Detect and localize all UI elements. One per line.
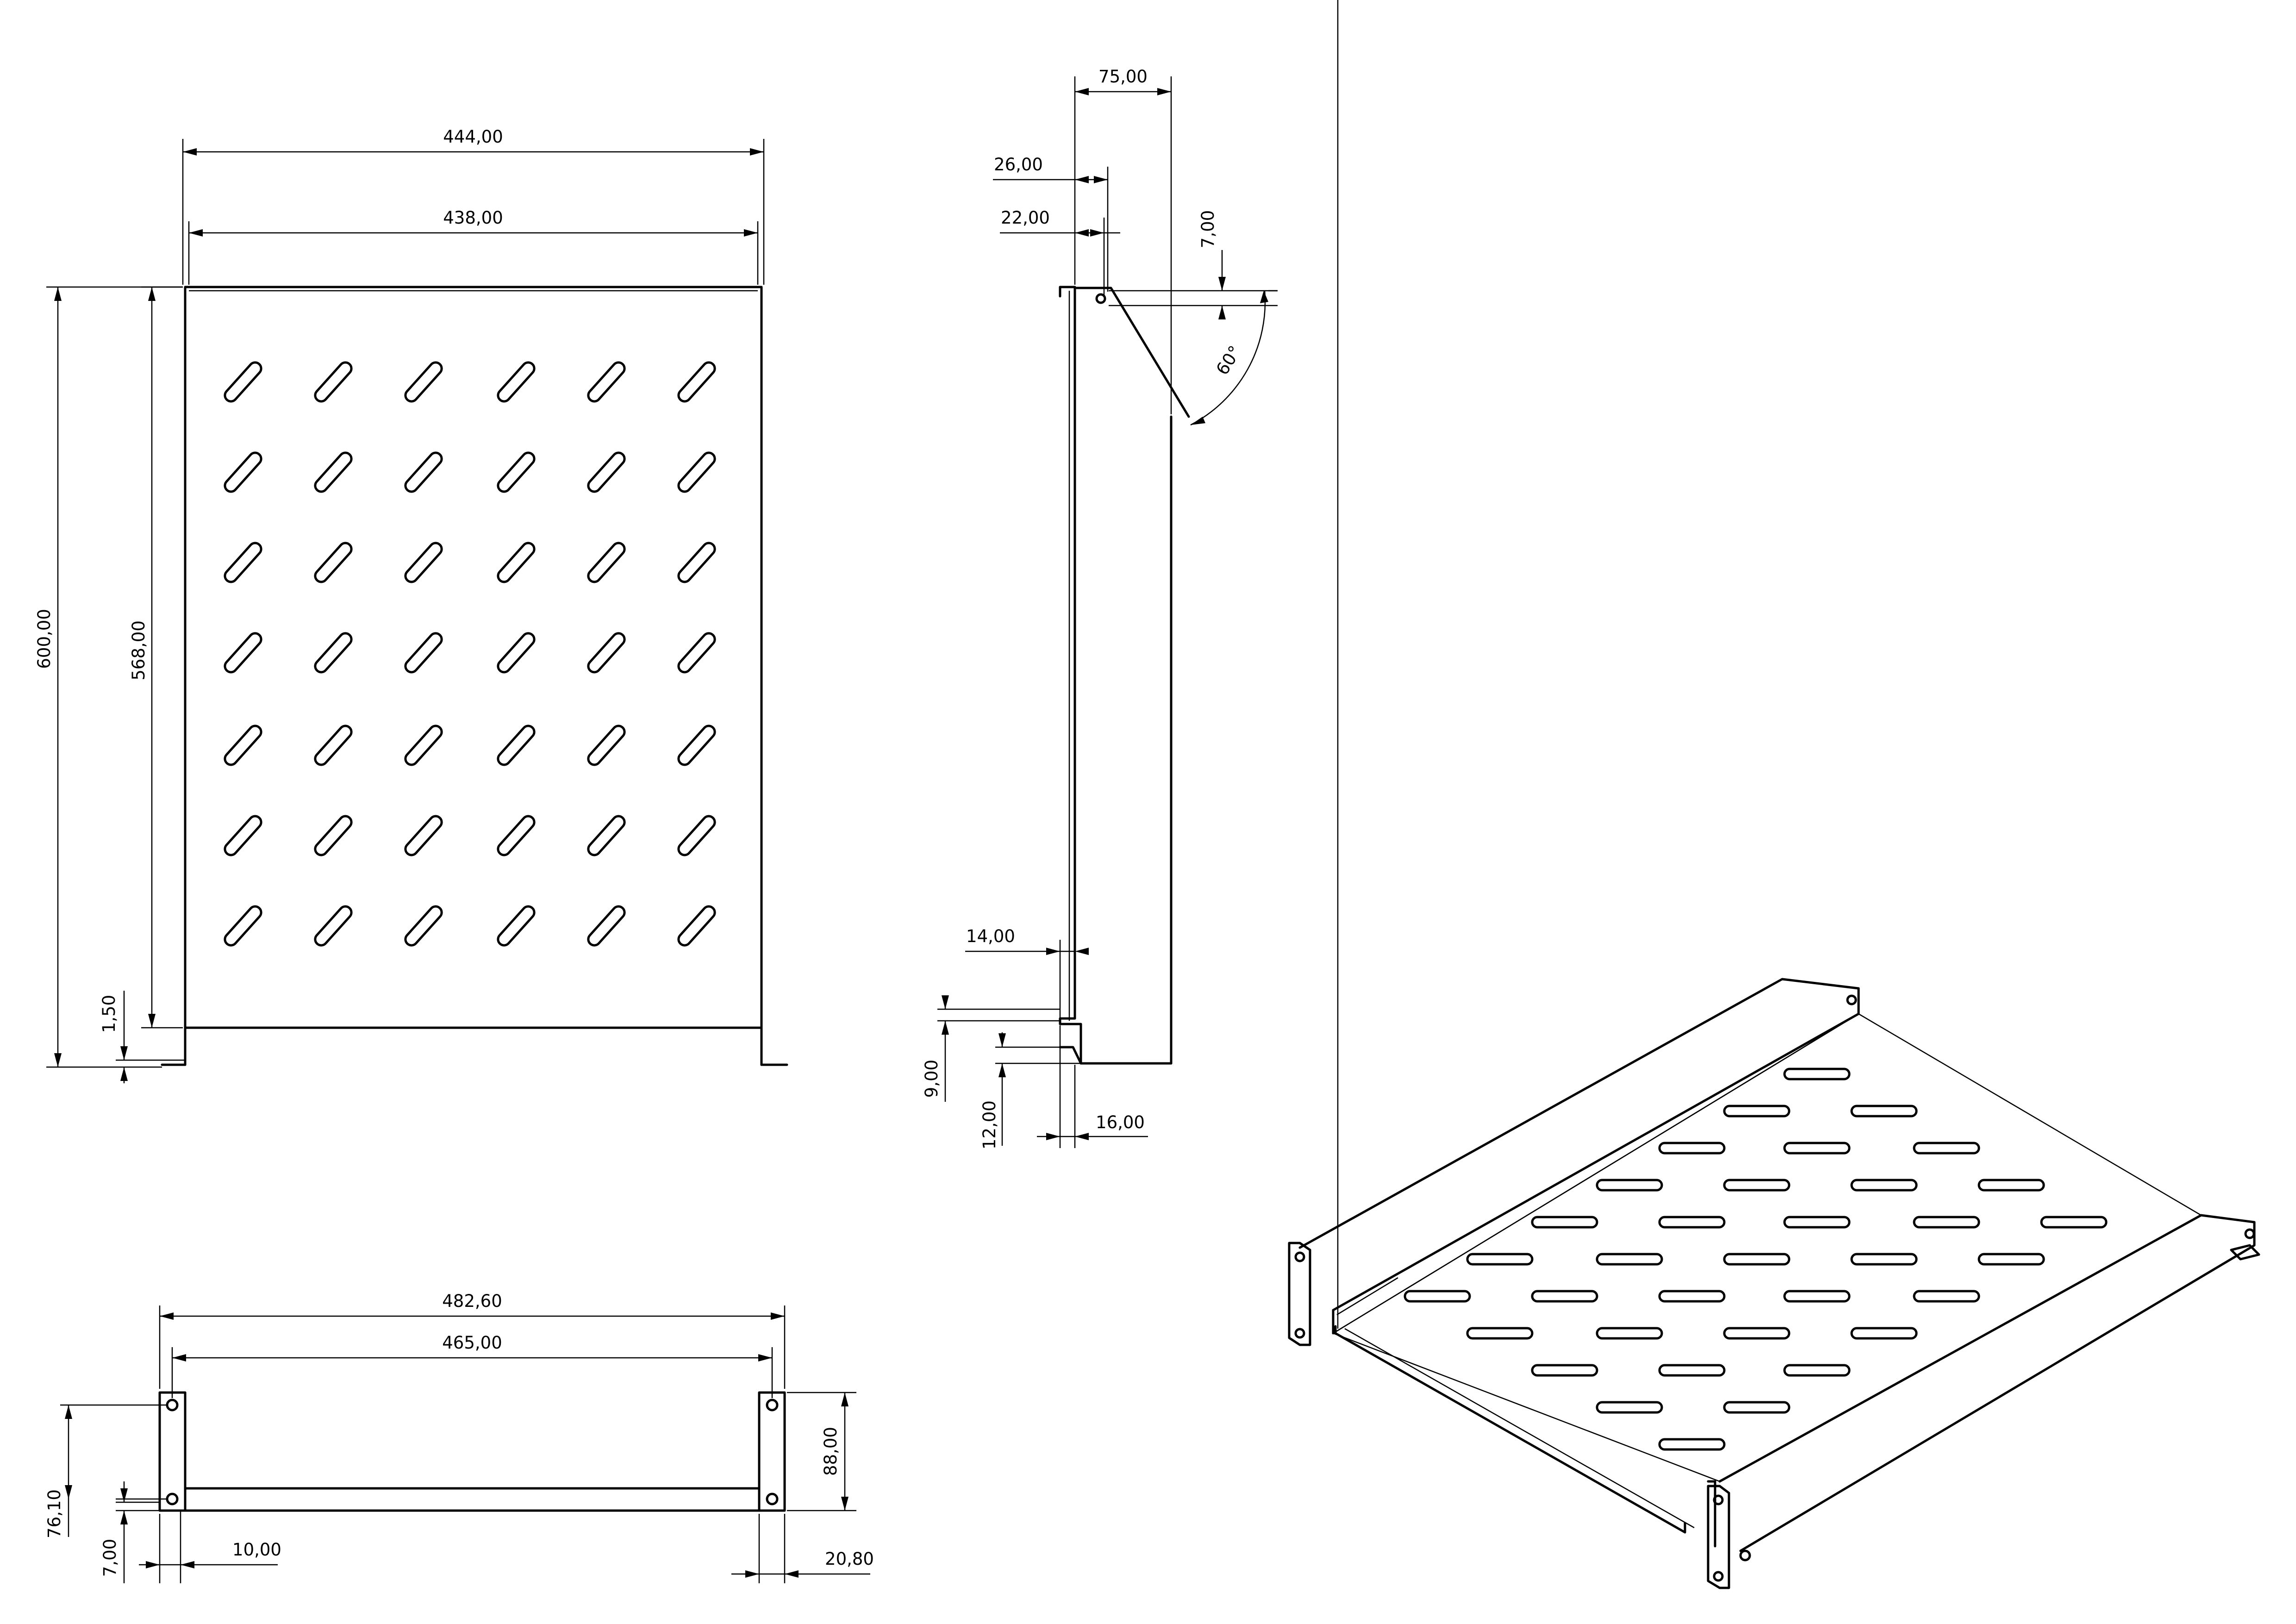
svg-text:10,00: 10,00 [232, 1540, 281, 1560]
isometric-view [1288, 0, 2260, 1589]
svg-text:7,00: 7,00 [1198, 210, 1218, 248]
dimension-tray-depth: 568,00 [129, 286, 183, 1029]
dimension-side-foot: 16,00 [1037, 1025, 1148, 1148]
iso-left-ear [1288, 1242, 1311, 1346]
svg-text:22,00: 22,00 [1001, 208, 1050, 228]
left-top-hole [166, 1399, 179, 1412]
svg-text:438,00: 438,00 [443, 208, 503, 228]
side-view: 75,00 26,00 22,00 7,00 [922, 67, 1278, 1149]
dimension-front-hole-pitch: 76,10 [44, 1404, 167, 1538]
svg-text:88,00: 88,00 [821, 1427, 841, 1476]
right-bottom-hole [766, 1493, 779, 1505]
side-profile-front [1059, 286, 1082, 1053]
svg-text:482,60: 482,60 [442, 1291, 502, 1311]
svg-text:7,00: 7,00 [100, 1539, 120, 1577]
dimension-front-ear-depth: 20,80 [731, 1514, 874, 1583]
tray-outline [184, 286, 763, 1029]
dimension-front-hole-spacing: 465,00 [171, 1333, 773, 1398]
right-top-hole [766, 1399, 779, 1412]
dimension-overall-depth: 600,00 [34, 286, 183, 1068]
svg-text:1,50: 1,50 [99, 995, 119, 1033]
iso-left-rail [1298, 978, 1860, 1312]
top-view: 444,00 438,00 600,00 568,00 [34, 127, 788, 1083]
dimension-front-height: 88,00 [787, 1392, 856, 1512]
svg-text:16,00: 16,00 [1096, 1112, 1145, 1132]
side-profile-bottom [1059, 1046, 1173, 1065]
svg-text:14,00: 14,00 [966, 926, 1015, 946]
dimension-thickness: 1,50 [99, 991, 185, 1083]
dimension-front-hole-edge: 7,00 [100, 1481, 160, 1583]
svg-text:9,00: 9,00 [922, 1060, 942, 1098]
svg-text:568,00: 568,00 [129, 620, 149, 680]
svg-text:600,00: 600,00 [34, 609, 54, 668]
dimension-side-step-a: 9,00 [922, 995, 1060, 1102]
dimension-side-angle: 60° [1190, 290, 1278, 426]
dimension-side-lip: 14,00 [965, 926, 1089, 1023]
iso-right-ear [1707, 1485, 1730, 1589]
iso-front-lip [1334, 1325, 1686, 1534]
slot-grid [223, 360, 718, 948]
svg-text:76,10: 76,10 [44, 1489, 64, 1538]
svg-text:20,80: 20,80 [825, 1549, 874, 1569]
front-view: 482,60 465,00 88,00 76,10 [44, 1291, 874, 1583]
dimension-side-step-b: 12,00 [980, 1032, 1081, 1149]
svg-text:60°: 60° [1212, 342, 1245, 378]
iso-right-rail [1718, 1214, 2256, 1552]
svg-text:444,00: 444,00 [443, 127, 503, 147]
iso-slot-grid [1405, 1069, 2106, 1449]
front-tray-lip [184, 1487, 761, 1512]
svg-text:465,00: 465,00 [442, 1333, 502, 1353]
dimension-side-overall: 75,00 [1074, 67, 1172, 414]
svg-text:26,00: 26,00 [994, 155, 1043, 175]
dimension-side-flange-a: 26,00 [993, 155, 1109, 292]
svg-text:12,00: 12,00 [980, 1100, 999, 1149]
dimension-front-panel-width: 482,60 [159, 1291, 786, 1389]
svg-text:75,00: 75,00 [1098, 67, 1148, 87]
dimension-inner-width: 438,00 [188, 208, 759, 285]
mounting-hole [1095, 293, 1106, 304]
dimension-side-flange-b: 22,00 [1000, 208, 1120, 296]
dimension-outer-width: 444,00 [182, 127, 765, 285]
side-profile-chamfer [1073, 287, 1190, 418]
left-bottom-hole [166, 1493, 179, 1505]
dimension-side-hole-offset: 7,00 [1109, 210, 1278, 319]
dimension-front-ear-offset: 10,00 [139, 1512, 281, 1583]
